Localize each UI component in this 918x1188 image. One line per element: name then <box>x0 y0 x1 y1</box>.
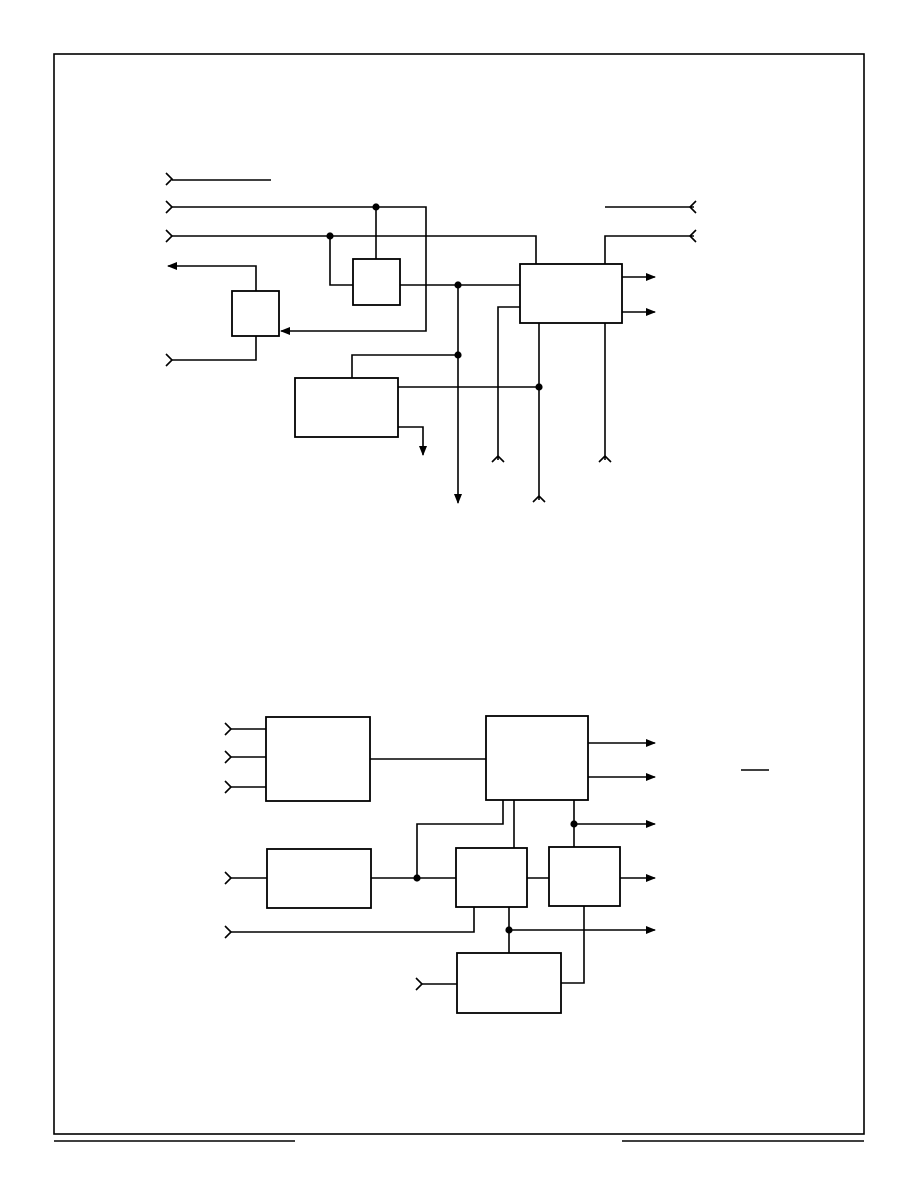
signal-line <box>604 235 694 264</box>
pin-symbol <box>688 229 697 243</box>
junction-dot <box>454 281 462 289</box>
block <box>519 263 623 324</box>
junction-dot <box>454 351 462 359</box>
block <box>352 258 401 306</box>
block <box>231 290 280 337</box>
block <box>266 848 372 909</box>
input-pin-symbol <box>165 353 174 367</box>
signal-line <box>329 236 353 286</box>
block <box>548 846 621 907</box>
input-pin-symbol <box>165 200 174 214</box>
signal-line <box>351 354 458 378</box>
signal-line <box>497 306 520 460</box>
input-pin-symbol <box>165 229 174 243</box>
output-arrow <box>398 426 427 456</box>
pin-symbol <box>688 200 697 214</box>
junction-dot <box>535 383 543 391</box>
block <box>456 952 562 1014</box>
pin-symbol <box>532 494 546 503</box>
block <box>265 716 371 802</box>
junction-dot <box>570 820 578 828</box>
signal-line <box>561 906 585 984</box>
junction-dot <box>505 926 513 934</box>
upper-block-diagram <box>165 172 697 504</box>
junction-dot <box>413 874 421 882</box>
signal-line <box>172 235 537 265</box>
signal-line <box>416 800 504 878</box>
input-pin-symbol <box>165 172 174 186</box>
pin-symbol <box>491 454 505 463</box>
block <box>294 377 399 438</box>
input-pin-symbol <box>224 750 233 764</box>
page-border <box>53 53 865 1135</box>
block <box>485 715 589 801</box>
lower-block-diagram <box>224 715 769 1014</box>
junction-dot <box>372 203 380 211</box>
signal-line <box>231 907 475 933</box>
input-pin-symbol <box>224 925 233 939</box>
block <box>455 847 528 908</box>
junction-dot <box>326 232 334 240</box>
signal-line <box>172 336 257 361</box>
input-pin-symbol <box>415 977 424 991</box>
input-pin-symbol <box>224 871 233 885</box>
pin-symbol <box>598 454 612 463</box>
input-pin-symbol <box>224 780 233 794</box>
signal-line <box>172 206 427 335</box>
output-arrow <box>573 800 656 828</box>
signal-line <box>167 262 257 291</box>
input-pin-symbol <box>224 722 233 736</box>
